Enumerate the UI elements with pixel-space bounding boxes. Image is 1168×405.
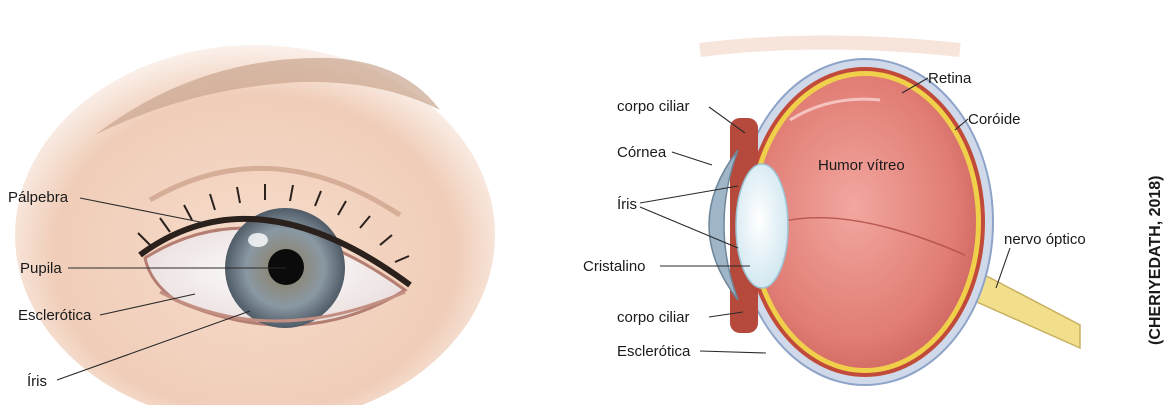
label-cristalino: Cristalino xyxy=(583,258,646,275)
cross-section-illustration xyxy=(700,43,1080,386)
pupil-disc xyxy=(268,249,304,285)
label-nervo-optico: nervo óptico xyxy=(1004,231,1086,248)
label-iris-left: Íris xyxy=(27,373,47,390)
label-cornea: Córnea xyxy=(617,144,667,161)
leader-cornea xyxy=(672,152,712,165)
citation: (CHERIYEDATH, 2018) xyxy=(1147,175,1164,345)
label-esclerotica-left: Esclerótica xyxy=(18,307,92,324)
label-esclerotica-right: Esclerótica xyxy=(617,343,691,360)
label-coroide: Coróide xyxy=(968,111,1021,128)
label-pupila: Pupila xyxy=(20,260,62,277)
lens-cristalino xyxy=(736,164,788,288)
eyelid-hint xyxy=(700,43,960,51)
leader-esclerotica-right xyxy=(700,351,766,353)
label-palpebra: Pálpebra xyxy=(8,189,69,206)
label-corpo-ciliar-bottom: corpo ciliar xyxy=(617,309,690,326)
label-iris-right: Íris xyxy=(617,196,637,213)
label-corpo-ciliar-top: corpo ciliar xyxy=(617,98,690,115)
label-retina: Retina xyxy=(928,70,972,87)
label-humor-vitreo: Humor vítreo xyxy=(818,157,905,174)
eye-reflection xyxy=(248,233,268,247)
leader-nervo-optico xyxy=(996,248,1010,288)
external-eye-illustration xyxy=(15,45,495,405)
